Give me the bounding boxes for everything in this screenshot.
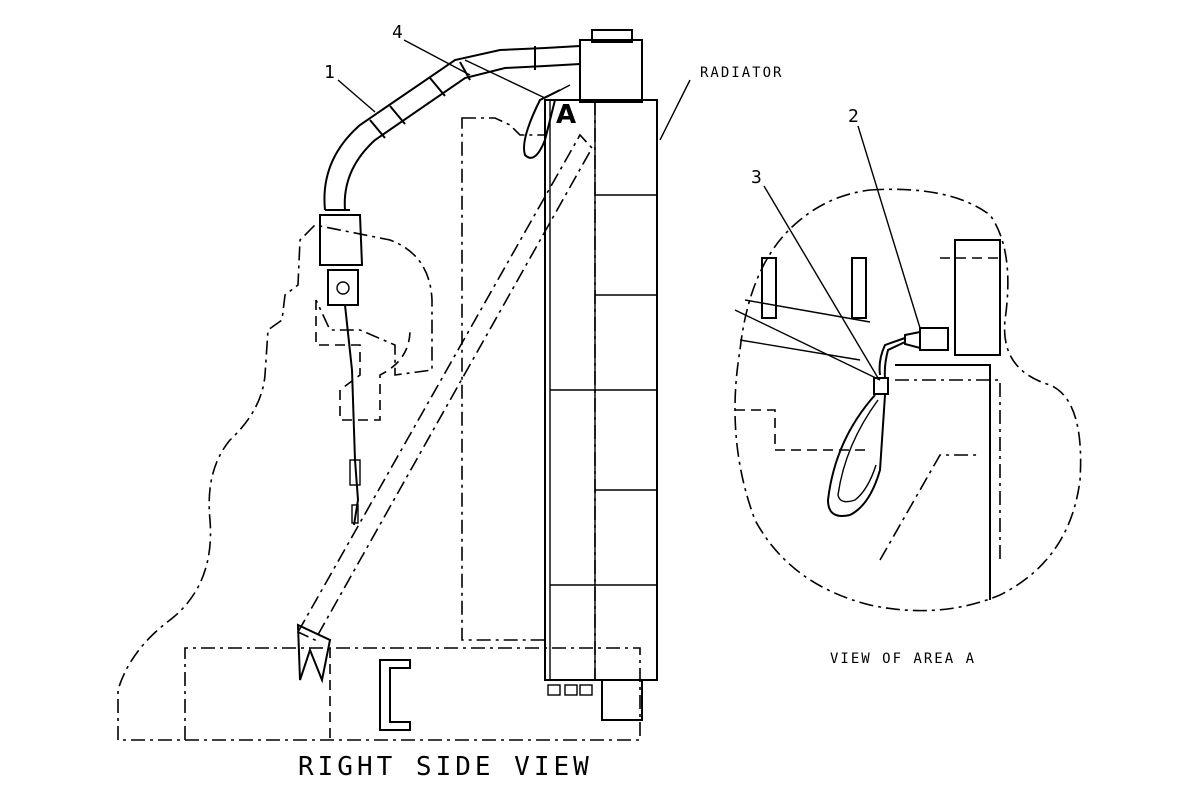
engine-outline	[117, 224, 433, 740]
support-strut	[296, 133, 593, 642]
right-side-view: A 1 4 RADIATOR RIGHT SIDE VIEW	[117, 22, 783, 782]
channel-bracket	[379, 659, 411, 731]
right-side-view-title: RIGHT SIDE VIEW	[298, 752, 593, 782]
bracket-outline	[461, 117, 546, 641]
view-of-area-a-title: VIEW OF AREA A	[830, 651, 976, 667]
radiator-top-tank	[579, 39, 643, 103]
callout-3: 3	[751, 167, 762, 188]
detail-view-area-a: 2 3 VIEW OF AREA A	[734, 106, 1082, 667]
wire-loop	[523, 89, 561, 159]
area-a-marker: A	[556, 100, 576, 130]
callout-4: 4	[392, 22, 403, 43]
base-frame	[118, 647, 641, 741]
callout-2: 2	[848, 106, 859, 127]
callout-1: 1	[324, 62, 335, 83]
air-hose	[323, 45, 581, 211]
radiator-label: RADIATOR	[700, 65, 783, 81]
detail-boundary	[734, 188, 1082, 612]
